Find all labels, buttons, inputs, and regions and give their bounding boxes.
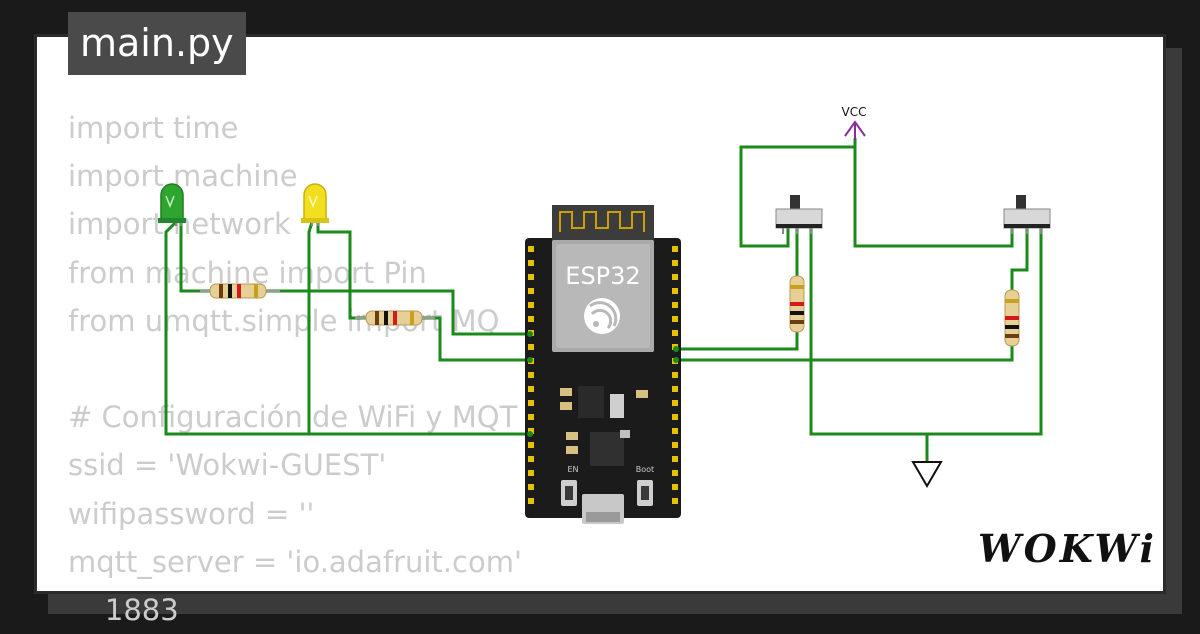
header-pin[interactable] bbox=[528, 274, 534, 280]
header-pin[interactable] bbox=[672, 400, 678, 406]
header-pin[interactable] bbox=[528, 414, 534, 420]
header-pin[interactable] bbox=[528, 316, 534, 322]
wire bbox=[179, 222, 215, 293]
resistor[interactable] bbox=[200, 283, 280, 299]
header-pin[interactable] bbox=[672, 246, 678, 252]
header-pin[interactable] bbox=[672, 330, 678, 336]
esp32-board[interactable]: ESP32 EN Boot bbox=[525, 205, 681, 524]
resistor[interactable] bbox=[789, 275, 805, 333]
header-pin[interactable] bbox=[672, 372, 678, 378]
header-pin[interactable] bbox=[528, 442, 534, 448]
vcc-label: VCC bbox=[842, 105, 867, 119]
header-pin[interactable] bbox=[528, 288, 534, 294]
en-label: EN bbox=[567, 465, 578, 474]
header-pin[interactable] bbox=[528, 400, 534, 406]
header-pin[interactable] bbox=[528, 344, 534, 350]
wokwi-logo: WOKWi bbox=[978, 526, 1157, 571]
header-pin[interactable] bbox=[672, 414, 678, 420]
header-pin[interactable] bbox=[528, 302, 534, 308]
header-pin[interactable] bbox=[672, 302, 678, 308]
header-pin[interactable] bbox=[528, 498, 534, 504]
code-line: wifipassword = '' bbox=[68, 496, 315, 531]
code-line: mqtt_server = 'io.adafruit.com' bbox=[68, 544, 522, 579]
header-pin[interactable] bbox=[528, 470, 534, 476]
code-line: 1883 bbox=[68, 592, 179, 627]
code-line: import machine bbox=[68, 159, 298, 194]
header-pin[interactable] bbox=[672, 484, 678, 490]
wire-endpoints bbox=[527, 331, 679, 437]
wire bbox=[676, 346, 1014, 362]
header-pin[interactable] bbox=[672, 274, 678, 280]
header-pin[interactable] bbox=[672, 428, 678, 434]
header-pin[interactable] bbox=[672, 386, 678, 392]
wire bbox=[853, 147, 1014, 248]
vcc-symbol: VCC bbox=[842, 105, 867, 140]
wire bbox=[263, 289, 530, 336]
ground-symbol bbox=[911, 461, 943, 488]
wire bbox=[316, 222, 368, 320]
file-tab[interactable]: main.py bbox=[68, 12, 246, 75]
header-pin[interactable] bbox=[672, 288, 678, 294]
wire bbox=[418, 316, 530, 362]
header-pin[interactable] bbox=[528, 372, 534, 378]
resistor[interactable] bbox=[355, 310, 435, 326]
led-green[interactable] bbox=[158, 183, 186, 226]
led-yellow[interactable] bbox=[301, 183, 329, 226]
code-line: import network bbox=[68, 207, 291, 242]
wire bbox=[1010, 228, 1029, 290]
header-pin[interactable] bbox=[672, 456, 678, 462]
header-pin[interactable] bbox=[672, 260, 678, 266]
espressif-logo bbox=[584, 298, 620, 334]
header-pin[interactable] bbox=[528, 456, 534, 462]
header-pin[interactable] bbox=[672, 316, 678, 322]
wire bbox=[307, 221, 314, 434]
header-pin[interactable] bbox=[672, 498, 678, 504]
pin-header-right bbox=[672, 246, 678, 504]
slide-switch[interactable] bbox=[1003, 195, 1051, 234]
boot-label: Boot bbox=[636, 465, 654, 474]
header-pin[interactable] bbox=[528, 428, 534, 434]
header-pin[interactable] bbox=[528, 246, 534, 252]
header-pin[interactable] bbox=[528, 484, 534, 490]
header-pin[interactable] bbox=[528, 260, 534, 266]
header-pin[interactable] bbox=[672, 470, 678, 476]
wire bbox=[164, 220, 530, 436]
slide-switch[interactable] bbox=[775, 195, 823, 234]
code-line: ssid = 'Wokwi-GUEST' bbox=[68, 448, 387, 483]
board-label: ESP32 bbox=[565, 262, 640, 290]
wire bbox=[676, 332, 799, 351]
code-line: import time bbox=[68, 111, 239, 145]
wire bbox=[739, 138, 857, 248]
header-pin[interactable] bbox=[528, 386, 534, 392]
resistor[interactable] bbox=[1004, 289, 1020, 347]
code-line: # Configuración de WiFi y MQT bbox=[68, 400, 518, 435]
header-pin[interactable] bbox=[672, 442, 678, 448]
